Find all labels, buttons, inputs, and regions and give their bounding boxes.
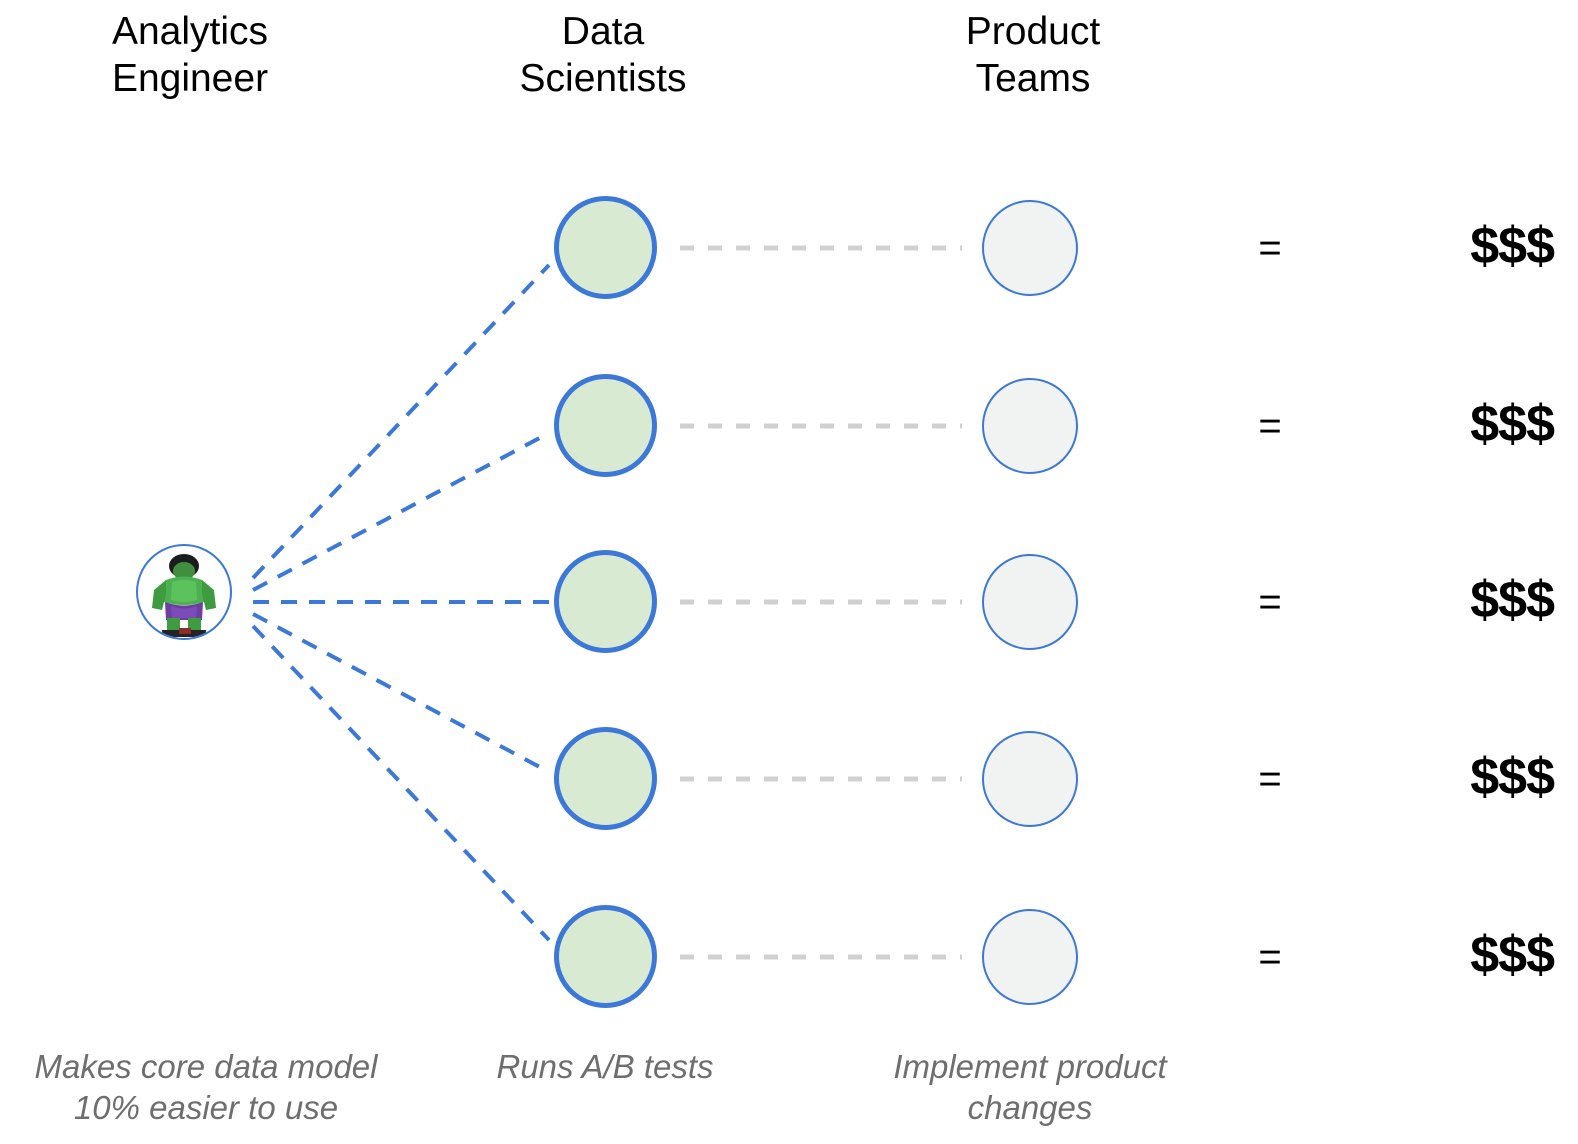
- node-product-team-5[interactable]: [982, 909, 1078, 1005]
- link-engineer-to-ds-5: [251, 624, 551, 942]
- column-header-data-scientists: Data Scientists: [519, 10, 687, 100]
- column-header-analytics-engineer: Analytics Engineer: [111, 10, 269, 100]
- node-product-team-3[interactable]: [982, 554, 1078, 650]
- node-data-scientist-3[interactable]: [554, 550, 657, 653]
- link-engineer-to-ds-1: [251, 263, 551, 580]
- link-engineer-to-ds-2: [252, 431, 550, 592]
- node-product-team-4[interactable]: [982, 731, 1078, 827]
- link-engineer-to-ds-4: [252, 612, 550, 774]
- node-data-scientist-5[interactable]: [554, 905, 657, 1008]
- money-label-row-1: $$$: [1470, 217, 1555, 275]
- money-label-row-2: $$$: [1470, 395, 1555, 453]
- node-data-scientist-4[interactable]: [554, 727, 657, 830]
- caption-data-scientists: Runs A/B tests: [496, 1048, 714, 1085]
- money-label-row-4: $$$: [1470, 748, 1555, 806]
- equals-sign-row-3: =: [1258, 580, 1282, 624]
- node-product-team-1[interactable]: [982, 200, 1078, 296]
- column-header-product-teams: Product Teams: [965, 10, 1101, 100]
- caption-analytics-engineer: Makes core data model 10% easier to use: [34, 1048, 378, 1126]
- equals-sign-row-5: =: [1258, 935, 1282, 979]
- equals-sign-row-2: =: [1258, 404, 1282, 448]
- caption-product-teams: Implement product changes: [893, 1048, 1167, 1126]
- money-label-row-3: $$$: [1470, 571, 1555, 629]
- node-data-scientist-1[interactable]: [554, 196, 657, 299]
- node-product-team-2[interactable]: [982, 378, 1078, 474]
- equals-sign-row-1: =: [1258, 226, 1282, 270]
- node-data-scientist-2[interactable]: [554, 374, 657, 477]
- equals-sign-row-4: =: [1258, 757, 1282, 801]
- node-analytics-engineer[interactable]: [136, 544, 232, 640]
- money-label-row-5: $$$: [1470, 926, 1555, 984]
- hulk-lego-figure-icon: [152, 554, 216, 637]
